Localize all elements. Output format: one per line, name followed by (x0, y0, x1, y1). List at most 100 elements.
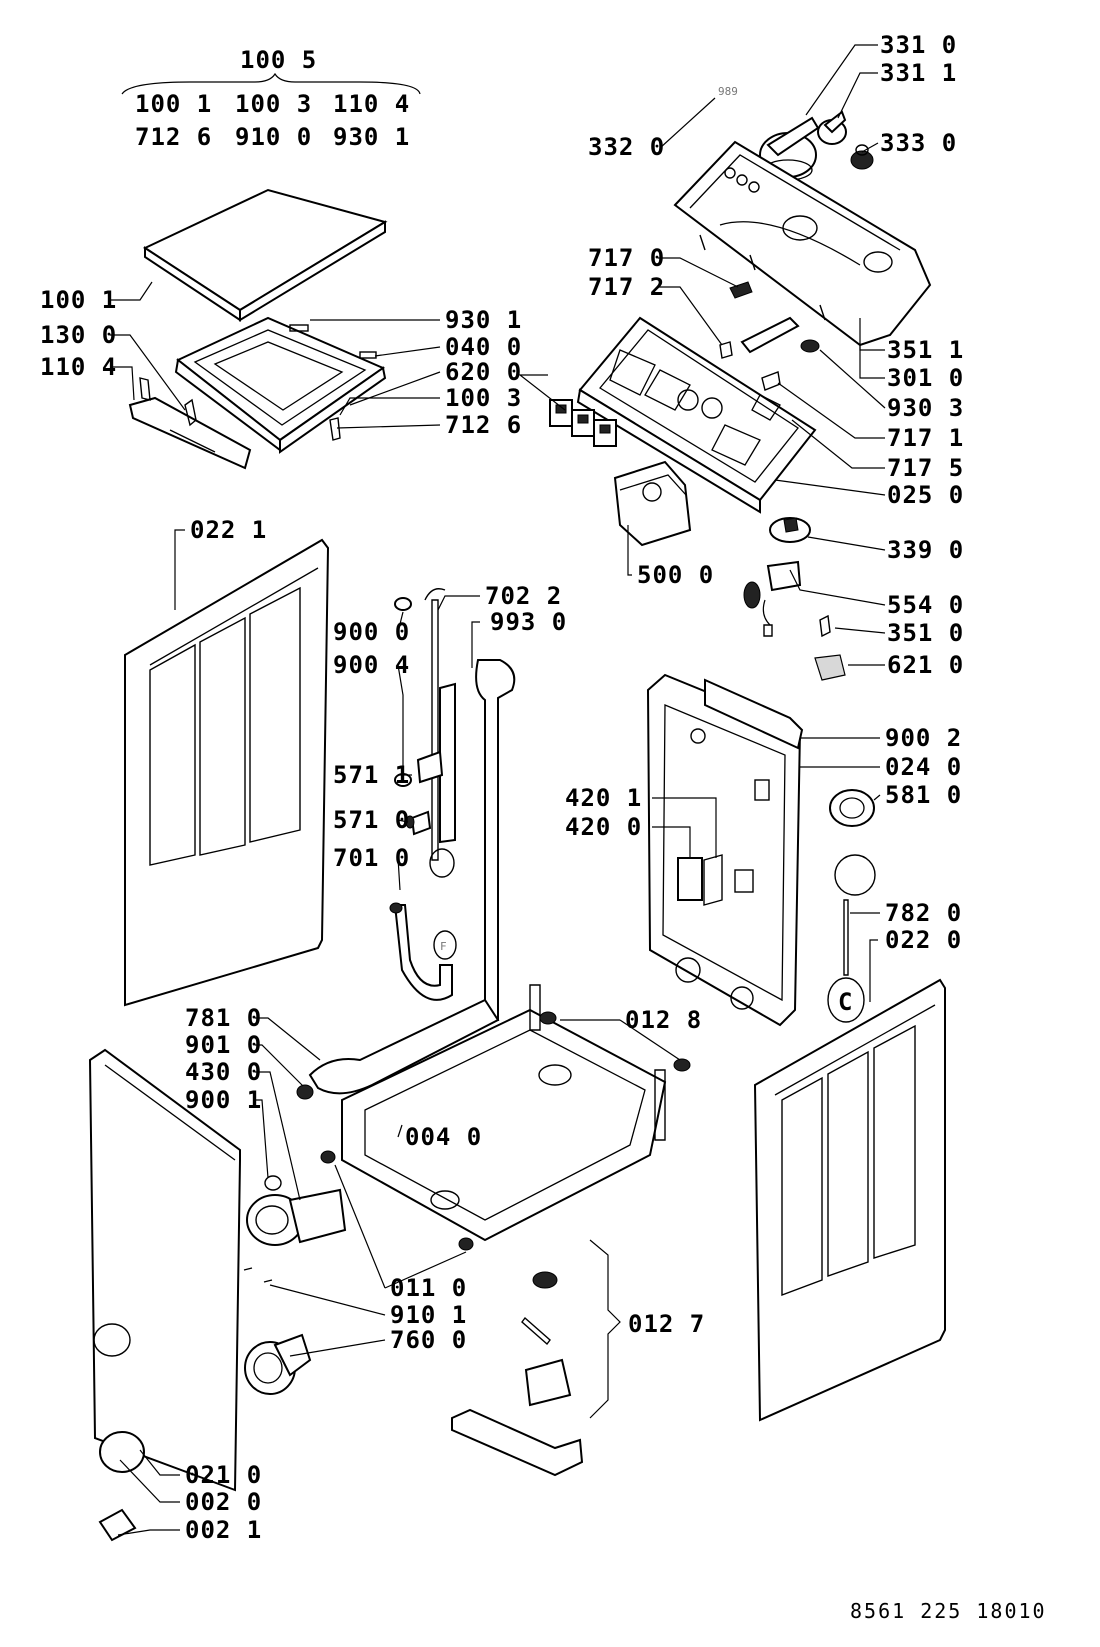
callout-004-0: 004 0 (405, 1123, 482, 1151)
callout-760-0: 760 0 (390, 1326, 467, 1354)
feet-012-8 (539, 1011, 691, 1072)
callout-351-1: 351 1 (887, 336, 964, 364)
callout-332-0: 332 0 (588, 133, 665, 161)
callout-012-8: 012 8 (625, 1006, 702, 1034)
callout-011-0: 011 0 (390, 1274, 467, 1302)
callout-333-0: 333 0 (880, 129, 957, 157)
small-clips-top (184, 398, 341, 441)
clamp-901 (296, 1084, 314, 1100)
screws-910-1 (243, 1267, 273, 1283)
wheel-kit (451, 1239, 621, 1477)
filter-760 (244, 1333, 312, 1395)
kit-item-3: 110 4 (333, 90, 410, 118)
top-lid (142, 188, 388, 322)
callout-712-6: 712 6 (445, 411, 522, 439)
callout-110-4: 110 4 (40, 353, 117, 381)
callout-339-0: 339 0 (887, 536, 964, 564)
callout-021-0: 021 0 (185, 1461, 262, 1489)
callout-420-1: 420 1 (565, 784, 642, 812)
programmer-500 (613, 460, 692, 547)
control-knob-small (817, 110, 847, 145)
pressure-switch-554 (743, 560, 802, 637)
callout-025-0: 025 0 (887, 481, 964, 509)
callout-900-4: 900 4 (333, 651, 410, 679)
service-flap-002 (98, 1431, 145, 1542)
document-number: 8561 225 18010 (850, 1599, 1047, 1623)
kit-item-6: 930 1 (333, 123, 410, 151)
callout-012-7: 012 7 (628, 1310, 705, 1338)
callout-002-0: 002 0 (185, 1488, 262, 1516)
callout-910-1: 910 1 (390, 1301, 467, 1329)
callout-900-0: 900 0 (333, 618, 410, 646)
callout-900-2: 900 2 (885, 724, 962, 752)
callout-500-0: 500 0 (637, 561, 714, 589)
callout-701-0: 701 0 (333, 844, 410, 872)
callout-430-0: 430 0 (185, 1058, 262, 1086)
kit-brace (121, 72, 421, 95)
dispenser-components (719, 281, 820, 391)
callout-024-0: 024 0 (885, 753, 962, 781)
front-trim-panel (128, 377, 252, 470)
callout-781-0: 781 0 (185, 1004, 262, 1032)
motor-pulley-581 (829, 789, 876, 896)
kit-header: 100 5 100 1 100 3 110 4 712 6 910 0 930 … (121, 46, 421, 151)
leader-lines (110, 44, 886, 1536)
feet-011 (320, 1150, 474, 1251)
dispenser-housing (576, 316, 817, 514)
callout-331-1: 331 1 (880, 59, 957, 87)
kit-item-5: 910 0 (235, 123, 312, 151)
rear-panel (646, 673, 804, 1027)
kit-item-2: 100 3 (235, 90, 312, 118)
valve-blocks-620 (549, 399, 617, 447)
callout-901-0: 901 0 (185, 1031, 262, 1059)
bracket-621 (814, 654, 846, 681)
callout-351-0: 351 0 (887, 619, 964, 647)
kit-item-1: 100 1 (135, 90, 212, 118)
base-frame (341, 984, 667, 1242)
connector-mark-c: C (838, 988, 853, 1016)
callout-717-2: 717 2 (588, 273, 665, 301)
front-panel (88, 1048, 241, 1492)
callout-930-1: 930 1 (445, 306, 522, 334)
callout-100-3: 100 3 (445, 384, 522, 412)
right-side-panel (753, 978, 946, 1422)
callout-002-1: 002 1 (185, 1516, 262, 1544)
callout-571-1: 571 1 (333, 761, 410, 789)
callout-620-0: 620 0 (445, 358, 522, 386)
callout-040-0: 040 0 (445, 333, 522, 361)
callout-900-1: 900 1 (185, 1086, 262, 1114)
push-button-333 (850, 144, 874, 170)
top-frame (174, 316, 387, 454)
hose-clip-900-0 (394, 597, 412, 787)
clamp-900-1 (264, 1175, 282, 1191)
callout-717-0: 717 0 (588, 244, 665, 272)
hose-701: F (389, 902, 457, 1001)
callout-621-0: 621 0 (887, 651, 964, 679)
knob-339 (769, 517, 811, 543)
drain-hose-781 (308, 998, 500, 1095)
callout-581-0: 581 0 (885, 781, 962, 809)
callout-420-0: 420 0 (565, 813, 642, 841)
callout-930-3: 930 3 (887, 394, 964, 422)
callout-301-0: 301 0 (887, 364, 964, 392)
callout-702-2: 702 2 (485, 582, 562, 610)
callout-100-1: 100 1 (40, 286, 117, 314)
left-side-panel (124, 538, 330, 1007)
valve-571 (405, 750, 444, 836)
rod-782: C (827, 899, 865, 1023)
drain-hose-993 (429, 659, 516, 1021)
callout-022-0: 022 0 (885, 926, 962, 954)
callout-717-1: 717 1 (887, 424, 964, 452)
clip-351-0 (819, 614, 831, 638)
callout-130-0: 130 0 (40, 321, 117, 349)
callout-labels: 989 331 0 331 1 332 0 333 0 717 0 717 2 … (40, 31, 964, 1544)
connector-mark-f: F (440, 940, 447, 953)
pump-430 (246, 1188, 347, 1246)
kit-item-4: 712 6 (135, 123, 212, 151)
callout-989: 989 (718, 85, 738, 98)
kit-label: 100 5 (240, 46, 317, 74)
callout-022-1: 022 1 (190, 516, 267, 544)
callout-554-0: 554 0 (887, 591, 964, 619)
callout-782-0: 782 0 (885, 899, 962, 927)
